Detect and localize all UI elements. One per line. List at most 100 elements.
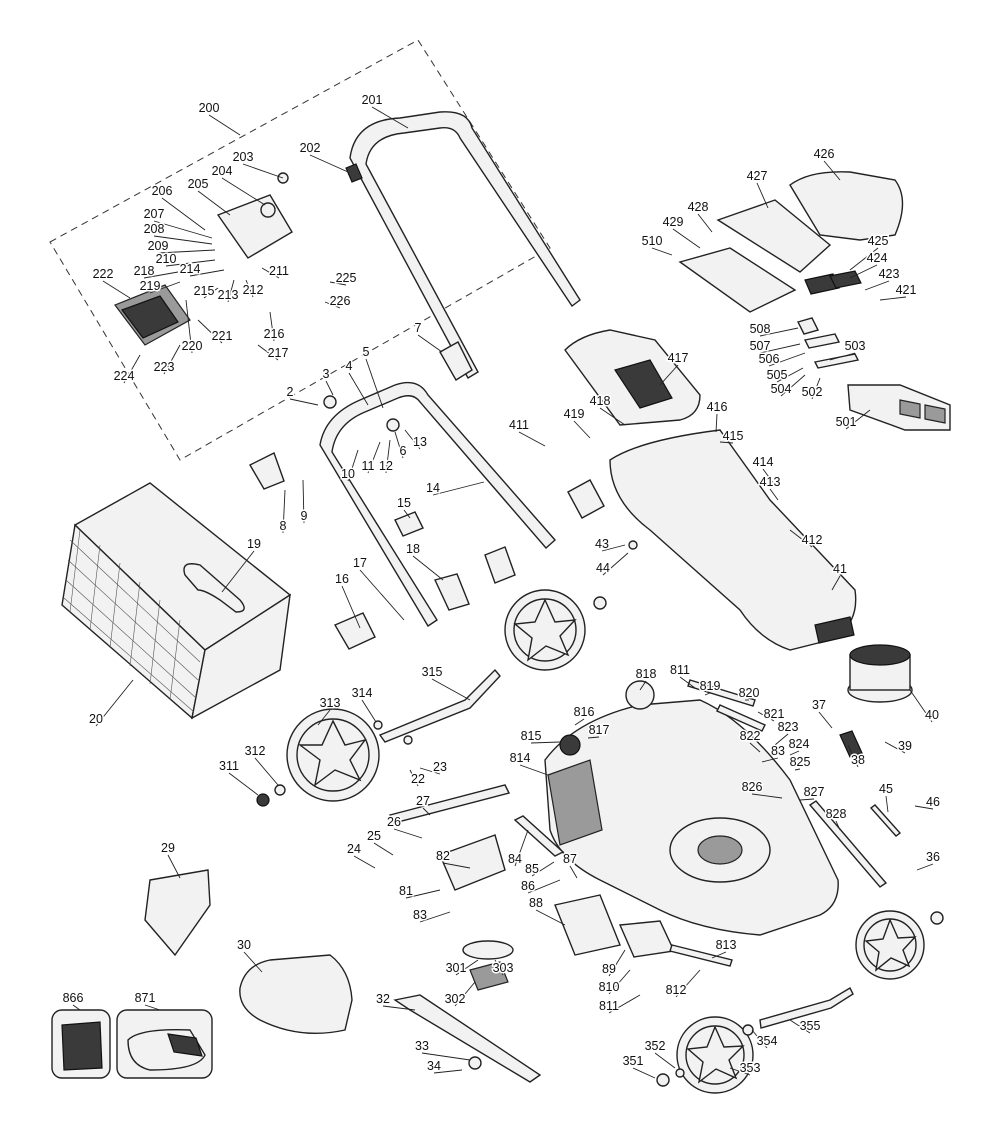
leader-line-18 (412, 555, 444, 581)
leader-line-821 (757, 711, 775, 722)
leader-line-353 (729, 1067, 751, 1076)
leader-line-827 (799, 798, 815, 801)
cam-levers (249, 341, 605, 650)
callout-820: 820 (739, 686, 760, 700)
callout-315: 315 (422, 665, 443, 679)
leader-line-815 (530, 741, 561, 744)
callout-424: 424 (867, 251, 888, 265)
leader-line-816 (574, 718, 585, 726)
callout-40: 40 (925, 708, 939, 722)
callout-214: 214 (180, 262, 201, 276)
callout-3: 3 (323, 367, 330, 381)
callout-41: 41 (833, 562, 847, 576)
callout-225: 225 (336, 271, 357, 285)
leader-line-506 (768, 352, 806, 367)
callout-414: 414 (753, 455, 774, 469)
callout-821: 821 (764, 707, 785, 721)
leader-line-503 (829, 352, 856, 361)
leader-line-218 (143, 271, 179, 279)
control-box (114, 172, 293, 346)
callout-88: 88 (529, 896, 543, 910)
leader-line-508 (759, 327, 799, 337)
leader-line-12 (385, 439, 391, 474)
callout-866: 866 (63, 991, 84, 1005)
callout-20: 20 (89, 712, 103, 726)
callout-426: 426 (814, 147, 835, 161)
callout-423: 423 (879, 267, 900, 281)
leader-line-211 (261, 267, 280, 279)
callout-828: 828 (826, 807, 847, 821)
callout-811: 811 (599, 999, 619, 1013)
leader-line-226 (324, 301, 341, 309)
callout-353: 353 (740, 1061, 761, 1075)
callout-32: 32 (376, 992, 390, 1006)
callout-355: 355 (800, 1019, 821, 1033)
leader-line-351 (632, 1067, 656, 1079)
callout-812: 812 (666, 983, 687, 997)
leader-line-222 (102, 280, 131, 299)
callout-82: 82 (436, 849, 450, 863)
callout-418: 418 (590, 394, 611, 408)
callout-226: 226 (330, 294, 351, 308)
leader-line-203 (242, 163, 284, 179)
leader-line-37 (818, 711, 833, 729)
callout-813: 813 (716, 938, 737, 952)
callout-46: 46 (926, 795, 940, 809)
callout-25: 25 (367, 829, 381, 843)
leader-line-10 (347, 449, 359, 482)
leader-line-33 (421, 1052, 471, 1061)
leader-line-224 (123, 354, 141, 384)
callout-421: 421 (896, 283, 917, 297)
leader-line-302 (454, 981, 476, 1007)
leader-line-19 (221, 550, 255, 593)
leader-line-89 (608, 949, 626, 977)
leader-line-201 (371, 106, 409, 129)
leader-line-27 (422, 807, 431, 816)
callout-411: 411 (509, 418, 529, 432)
callout-22: 22 (411, 772, 425, 786)
leader-line-207 (153, 220, 213, 239)
callout-415: 415 (723, 429, 744, 443)
callout-419: 419 (564, 407, 585, 421)
callout-14: 14 (426, 481, 440, 495)
leader-line-354 (751, 1029, 768, 1049)
leader-line-204 (221, 177, 266, 206)
callout-81: 81 (399, 884, 413, 898)
callout-425: 425 (868, 234, 889, 248)
leader-line-2 (289, 398, 319, 406)
leader-line-15 (403, 509, 411, 519)
leader-line-46 (914, 805, 934, 810)
leader-line-210 (165, 259, 216, 267)
callout-217: 217 (268, 346, 289, 360)
callout-8: 8 (280, 519, 287, 533)
leader-line-81 (405, 889, 441, 899)
callout-503: 503 (845, 339, 866, 353)
callout-213: 213 (218, 288, 239, 302)
callout-822: 822 (740, 729, 761, 743)
callout-6: 6 (400, 444, 407, 458)
leader-line-45 (885, 795, 889, 813)
callout-4: 4 (346, 359, 353, 373)
wheel-front-left (676, 1016, 754, 1094)
callout-29: 29 (161, 841, 175, 855)
leader-line-82 (442, 862, 471, 869)
callout-210: 210 (156, 252, 177, 266)
callout-2: 2 (287, 385, 294, 399)
leader-line-216 (269, 311, 275, 342)
leader-line-41 (831, 575, 841, 591)
leader-line-30 (243, 951, 263, 973)
callout-427: 427 (747, 169, 768, 183)
callout-89: 89 (602, 962, 616, 976)
leader-line-828 (835, 820, 841, 831)
leader-line-507 (759, 343, 801, 354)
leader-line-209 (157, 249, 216, 254)
leader-line-352 (654, 1052, 676, 1069)
leader-line-813 (711, 951, 727, 959)
leader-line-416 (715, 413, 718, 433)
callout-506: 506 (759, 352, 780, 366)
leader-line-817 (587, 736, 600, 739)
callout-211: 211 (269, 264, 289, 278)
callout-12: 12 (379, 459, 393, 473)
leader-line-219 (149, 281, 181, 294)
callout-30: 30 (237, 938, 251, 952)
